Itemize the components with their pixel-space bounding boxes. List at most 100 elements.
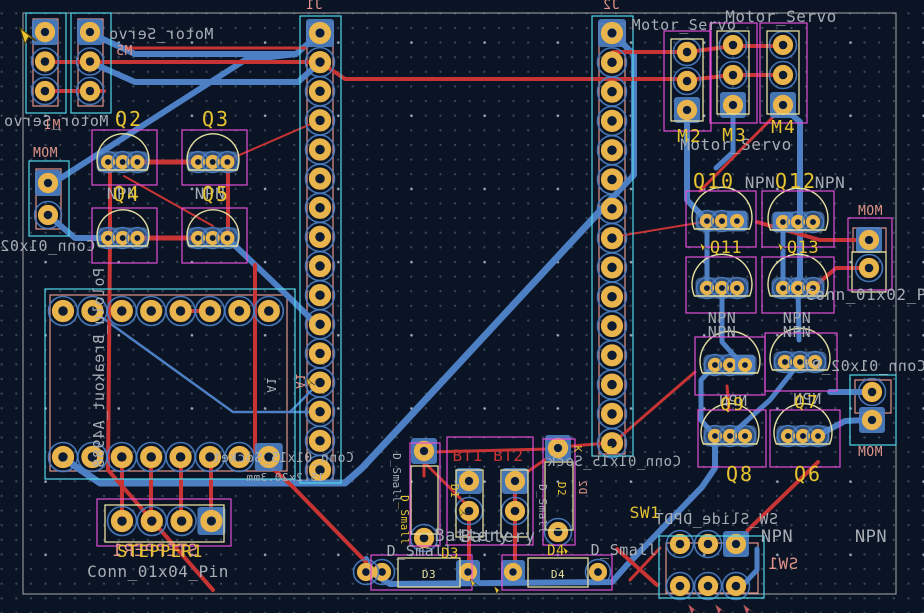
through-hole-pad[interactable] xyxy=(600,139,624,162)
through-hole-pad[interactable] xyxy=(51,445,75,469)
through-hole-pad[interactable] xyxy=(110,299,133,323)
through-hole-pad[interactable] xyxy=(772,94,794,116)
through-hole-pad[interactable] xyxy=(504,470,526,492)
through-hole-pad[interactable] xyxy=(722,64,744,86)
through-hole-pad[interactable] xyxy=(190,230,206,246)
through-hole-pad[interactable] xyxy=(697,533,719,555)
copper-trace-front[interactable] xyxy=(628,546,662,582)
through-hole-pad[interactable] xyxy=(34,80,56,102)
through-hole-pad[interactable] xyxy=(308,51,332,74)
through-hole-pad[interactable] xyxy=(600,344,624,367)
through-hole-pad[interactable] xyxy=(308,109,332,132)
copper-trace-back[interactable] xyxy=(47,51,299,188)
through-hole-pad[interactable] xyxy=(669,533,691,555)
through-hole-pad[interactable] xyxy=(140,509,163,533)
copper-trace-front[interactable] xyxy=(428,447,552,454)
through-hole-pad[interactable] xyxy=(51,299,75,323)
copper-trace-back[interactable] xyxy=(363,484,705,587)
through-hole-pad[interactable] xyxy=(722,94,744,116)
through-hole-pad[interactable] xyxy=(861,409,883,431)
through-hole-pad[interactable] xyxy=(308,342,332,365)
through-hole-pad[interactable] xyxy=(308,284,332,307)
copper-trace-back[interactable] xyxy=(729,359,803,437)
through-hole-pad[interactable] xyxy=(110,445,133,469)
copper-trace-front[interactable] xyxy=(698,105,785,193)
through-hole-pad[interactable] xyxy=(600,256,624,279)
copper-trace-front[interactable] xyxy=(612,221,704,238)
through-hole-pad[interactable] xyxy=(676,70,698,92)
copper-trace-back[interactable] xyxy=(719,285,741,363)
through-hole-pad[interactable] xyxy=(722,34,744,56)
through-hole-pad[interactable] xyxy=(413,440,435,462)
through-hole-pad[interactable] xyxy=(413,527,435,549)
through-hole-pad[interactable] xyxy=(170,509,193,533)
through-hole-pad[interactable] xyxy=(81,445,104,469)
through-hole-pad[interactable] xyxy=(669,575,691,597)
through-hole-pad[interactable] xyxy=(130,230,145,246)
through-hole-pad[interactable] xyxy=(79,21,101,43)
through-hole-pad[interactable] xyxy=(205,230,220,246)
through-hole-pad[interactable] xyxy=(600,197,624,220)
through-hole-pad[interactable] xyxy=(588,562,608,582)
through-hole-pad[interactable] xyxy=(504,500,526,522)
copper-trace-front[interactable] xyxy=(725,384,731,412)
through-hole-pad[interactable] xyxy=(725,575,747,597)
through-hole-pad[interactable] xyxy=(308,196,332,219)
through-hole-pad[interactable] xyxy=(198,299,222,323)
through-hole-pad[interactable] xyxy=(600,80,624,103)
through-hole-pad[interactable] xyxy=(458,562,478,582)
through-hole-pad[interactable] xyxy=(861,381,883,403)
through-hole-pad[interactable] xyxy=(676,99,698,121)
through-hole-pad[interactable] xyxy=(100,230,116,246)
through-hole-pad[interactable] xyxy=(79,51,101,72)
through-hole-pad[interactable] xyxy=(729,280,745,296)
copper-trace-front[interactable] xyxy=(615,547,659,587)
copper-trace-front[interactable] xyxy=(106,236,215,592)
through-hole-pad[interactable] xyxy=(140,445,163,469)
through-hole-pad[interactable] xyxy=(807,354,823,370)
through-hole-pad[interactable] xyxy=(676,41,698,63)
through-hole-pad[interactable] xyxy=(308,21,332,45)
through-hole-pad[interactable] xyxy=(503,562,523,582)
through-hole-pad[interactable] xyxy=(805,280,821,296)
through-hole-pad[interactable] xyxy=(34,21,56,43)
through-hole-pad[interactable] xyxy=(37,172,59,194)
through-hole-pad[interactable] xyxy=(308,138,332,161)
copper-trace-back[interactable] xyxy=(739,546,760,589)
through-hole-pad[interactable] xyxy=(257,445,280,469)
through-hole-pad[interactable] xyxy=(547,437,569,459)
through-hole-pad[interactable] xyxy=(308,429,332,452)
through-hole-pad[interactable] xyxy=(600,373,624,396)
through-hole-pad[interactable] xyxy=(458,470,480,492)
through-hole-pad[interactable] xyxy=(308,254,332,278)
through-hole-pad[interactable] xyxy=(34,51,56,72)
through-hole-pad[interactable] xyxy=(600,109,624,133)
through-hole-pad[interactable] xyxy=(600,432,624,455)
through-hole-pad[interactable] xyxy=(79,80,101,102)
copper-trace-back[interactable] xyxy=(45,212,109,241)
through-hole-pad[interactable] xyxy=(308,458,332,482)
through-hole-pad[interactable] xyxy=(600,168,624,191)
through-hole-pad[interactable] xyxy=(810,428,826,444)
copper-trace-front[interactable] xyxy=(123,175,214,227)
copper-trace-back[interactable] xyxy=(87,59,321,85)
through-hole-pad[interactable] xyxy=(600,226,624,250)
through-hole-pad[interactable] xyxy=(697,575,719,597)
through-hole-pad[interactable] xyxy=(200,509,223,533)
through-hole-pad[interactable] xyxy=(772,64,794,86)
through-hole-pad[interactable] xyxy=(198,445,222,469)
copper-trace-front[interactable] xyxy=(227,119,321,161)
through-hole-pad[interactable] xyxy=(600,21,624,45)
copper-trace-back[interactable] xyxy=(224,235,321,329)
through-hole-pad[interactable] xyxy=(308,400,332,423)
through-hole-pad[interactable] xyxy=(37,204,59,226)
through-hole-pad[interactable] xyxy=(115,154,130,170)
through-hole-pad[interactable] xyxy=(100,154,116,170)
through-hole-pad[interactable] xyxy=(308,225,332,249)
through-hole-pad[interactable] xyxy=(725,533,747,555)
through-hole-pad[interactable] xyxy=(308,167,332,190)
through-hole-pad[interactable] xyxy=(169,299,192,323)
through-hole-pad[interactable] xyxy=(356,562,376,582)
through-hole-pad[interactable] xyxy=(115,230,130,246)
copper-trace-front[interactable] xyxy=(611,370,697,445)
